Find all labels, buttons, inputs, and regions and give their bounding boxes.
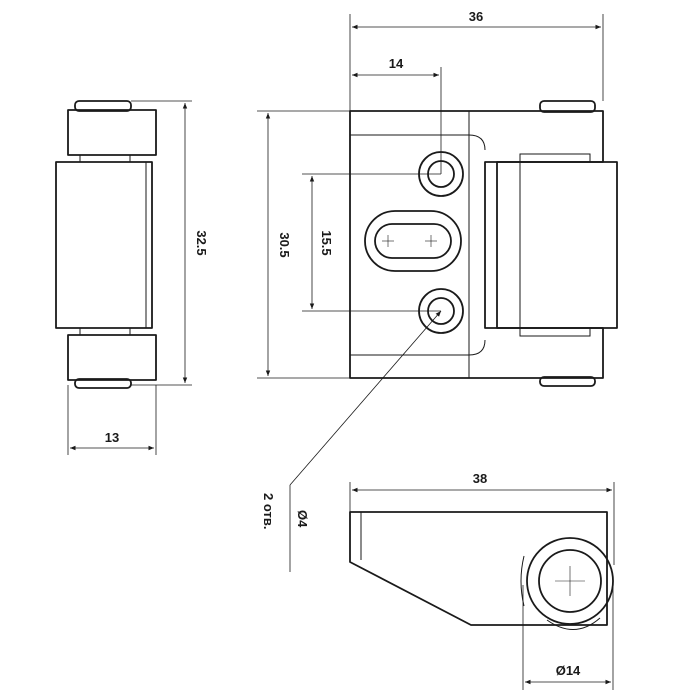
front-bottom-cap: [539, 376, 596, 387]
dim-text-top-length: 38: [473, 471, 487, 486]
dim-text-hole-offset: 14: [389, 56, 404, 71]
top-knuckle-bore: [538, 549, 602, 613]
hole-count-note: 2 отв.: [261, 493, 276, 529]
dim-text-front-width: 36: [469, 9, 483, 24]
front-view: 36 14 30.5 15.5 Ø4 2 отв.: [257, 9, 618, 572]
side-top-cap: [74, 100, 132, 112]
top-view: 38 Ø14: [349, 471, 615, 690]
slot-outer: [364, 210, 462, 272]
side-bottom-cap: [74, 378, 132, 389]
top-leaf: [349, 511, 608, 626]
dim-text-hole-diameter: Ø4: [295, 510, 310, 528]
hole-leader-line: [289, 310, 442, 486]
top-knuckle: [526, 537, 614, 625]
front-roller: [496, 161, 618, 329]
dim-text-side-width: 13: [105, 430, 119, 445]
dim-text-knuckle-diameter: Ø14: [556, 663, 581, 678]
front-plate: [349, 110, 604, 379]
side-top-knuckle: [67, 109, 157, 156]
slot-inner: [374, 223, 452, 259]
side-view: 32.5 13: [55, 100, 209, 455]
front-top-cap: [539, 100, 596, 113]
side-bottom-knuckle: [67, 334, 157, 381]
dim-text-front-height: 30.5: [277, 232, 292, 257]
dim-text-hole-spacing: 15.5: [319, 230, 334, 255]
side-body: [55, 161, 153, 329]
dim-text-side-height: 32.5: [194, 230, 209, 255]
